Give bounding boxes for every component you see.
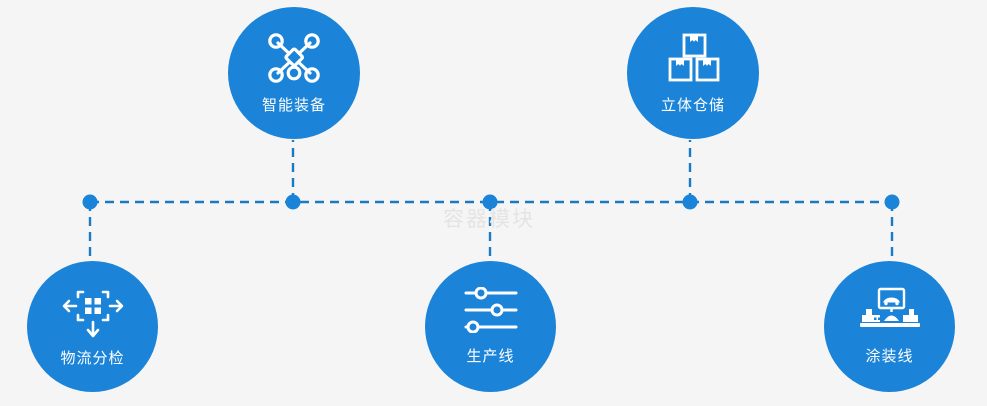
junction-smart (285, 194, 301, 210)
node-logistics-sorting[interactable]: 物流分检 (27, 261, 158, 392)
paint-booth-icon (859, 287, 921, 335)
junction-warehouse (682, 194, 698, 210)
node-label-stereoscopic-warehouse: 立体仓储 (660, 96, 725, 114)
node-smart-equipment[interactable]: 智能装备 (228, 7, 360, 139)
node-painting-line[interactable]: 涂装线 (824, 261, 955, 392)
node-label-smart-equipment: 智能装备 (261, 96, 326, 114)
junction-logistics (82, 194, 98, 210)
network-nodes-icon (266, 32, 322, 84)
node-label-logistics-sorting: 物流分检 (60, 350, 125, 367)
node-stereoscopic-warehouse[interactable]: 立体仓储 (627, 7, 759, 139)
junction-production (482, 194, 498, 210)
stacked-boxes-icon (666, 32, 720, 84)
node-production-line[interactable]: 生产线 (425, 261, 556, 392)
node-label-painting-line: 涂装线 (865, 348, 914, 365)
sorting-arrows-icon (62, 285, 124, 339)
node-label-production-line: 生产线 (466, 348, 515, 365)
sliders-icon (463, 286, 519, 334)
watermark-text: 容器模块 (443, 208, 535, 231)
junction-painting (884, 194, 900, 210)
